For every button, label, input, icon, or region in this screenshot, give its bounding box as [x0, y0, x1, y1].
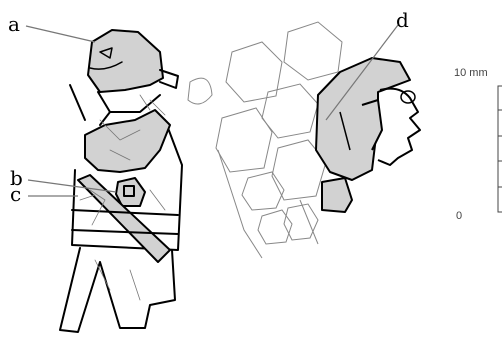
label-c: c	[10, 184, 21, 204]
region-b-box	[116, 178, 145, 206]
scale-top-label: 10 mm	[454, 68, 488, 79]
label-a: a	[8, 14, 20, 34]
shaded-arms	[85, 110, 170, 172]
region-a-head	[88, 30, 163, 92]
scale-bar	[498, 86, 502, 212]
left-figure	[60, 30, 182, 332]
label-d: d	[396, 10, 409, 30]
region-d-head	[316, 58, 410, 180]
right-figure-d	[316, 58, 420, 212]
scale-bottom-label: 0	[456, 211, 462, 222]
